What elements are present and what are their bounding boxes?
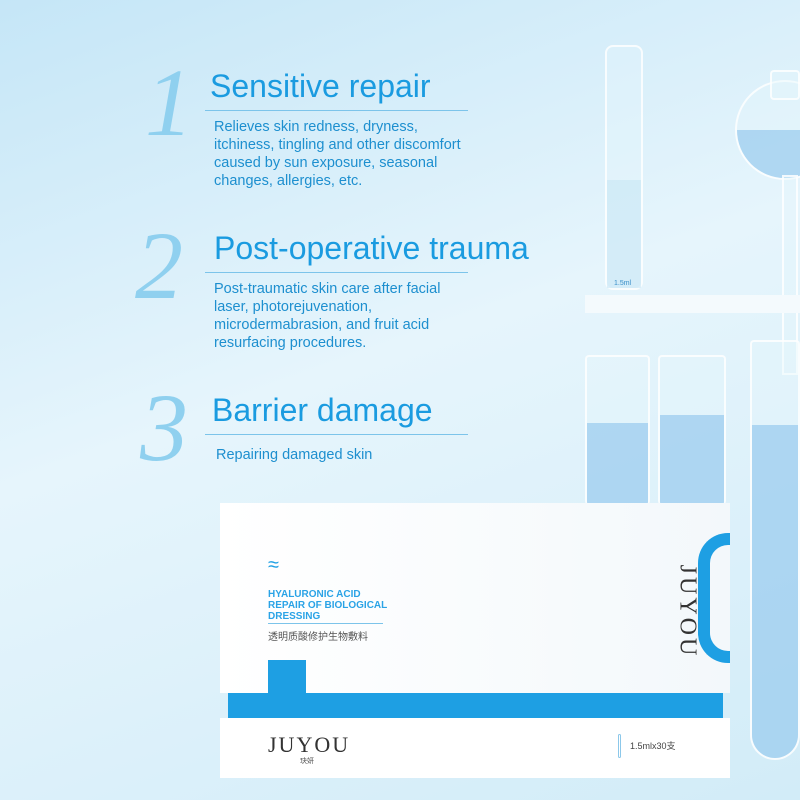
wave-icon: ≈ <box>268 554 279 576</box>
product-name-cn: 透明质酸修护生物敷料 <box>268 632 368 643</box>
brand-vertical: JUYOU <box>674 564 701 659</box>
brand-cn: 玦妍 <box>300 758 314 765</box>
brand-logo: JUYOU <box>268 732 351 757</box>
divider <box>205 434 468 435</box>
spec-text: 1.5mlx30支 <box>630 741 676 751</box>
product-box: ≈ HYALURONIC ACID REPAIR OF BIOLOGICAL D… <box>220 503 730 695</box>
test-tube <box>585 355 650 505</box>
feature-number: 2 <box>135 212 183 319</box>
feature-text: Relieves skin redness, dryness, itchines… <box>214 119 461 189</box>
flask-stem <box>782 175 798 375</box>
feature-title: Barrier damage <box>212 392 433 428</box>
feature-text: Post-traumatic skin care after facial la… <box>214 281 441 351</box>
divider <box>268 623 383 624</box>
blue-block <box>268 660 306 695</box>
test-tube <box>658 355 726 505</box>
feature-text: Repairing damaged skin <box>216 447 373 463</box>
divider <box>205 110 468 111</box>
feature-title: Post-operative trauma <box>214 230 529 266</box>
ampoule-label: 1.5ml <box>614 280 632 287</box>
long-test-tube <box>750 340 800 760</box>
product-name-en: HYALURONIC ACID REPAIR OF BIOLOGICAL DRE… <box>268 589 388 622</box>
feature-number: 3 <box>140 374 188 481</box>
ampoule-icon <box>618 734 621 758</box>
divider <box>205 272 468 273</box>
brand-c-logo <box>698 533 730 663</box>
ampoule <box>605 45 643 290</box>
flask-neck <box>770 70 800 100</box>
shelf <box>585 295 800 313</box>
box-base: JUYOU 玦妍 1.5mlx30支 <box>220 718 730 778</box>
box-blue-band <box>228 693 723 718</box>
feature-number: 1 <box>145 49 193 156</box>
feature-title: Sensitive repair <box>210 68 431 104</box>
